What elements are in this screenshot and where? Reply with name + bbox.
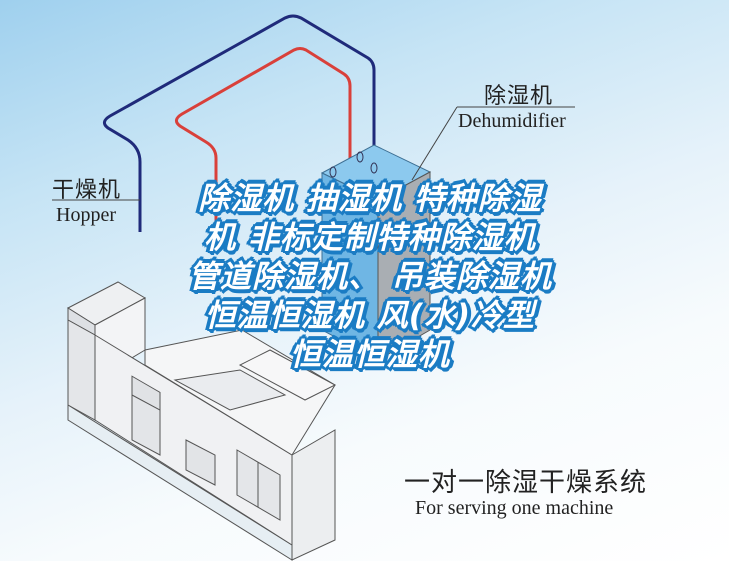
return-pipe xyxy=(175,47,352,230)
hopper-label-en: Hopper xyxy=(56,204,116,226)
overlay-line: 恒温恒湿机 xyxy=(290,337,450,373)
dehumidifier-label-en: Dehumidifier xyxy=(458,110,566,132)
overlay-line: 机 非标定制特种除湿机 xyxy=(204,220,536,256)
system-label-cn: 一对一除湿干燥系统 xyxy=(404,468,648,498)
molding-machine xyxy=(66,281,337,561)
overlay-line: 除湿机 抽湿机 特种除湿 xyxy=(198,181,542,217)
dehumidifier-label-cn: 除湿机 xyxy=(484,84,554,109)
dehumidifier-side xyxy=(377,171,431,361)
dehumidifier-leader-line xyxy=(411,106,458,181)
port xyxy=(329,166,337,178)
product-keyword-overlay: 除湿机 抽湿机 特种除湿 机 非标定制特种除湿机 管道除湿机、 吊装除湿机 恒温… xyxy=(110,180,630,375)
port xyxy=(370,162,378,174)
hopper-label-cn: 干燥机 xyxy=(52,178,122,203)
port xyxy=(356,151,364,163)
supply-pipe xyxy=(103,14,376,232)
overlay-line: 恒温恒湿机 风(水)冷型 xyxy=(204,298,536,334)
overlay-line: 管道除湿机、 吊装除湿机 xyxy=(188,259,552,295)
system-label-en: For serving one machine xyxy=(415,497,614,519)
